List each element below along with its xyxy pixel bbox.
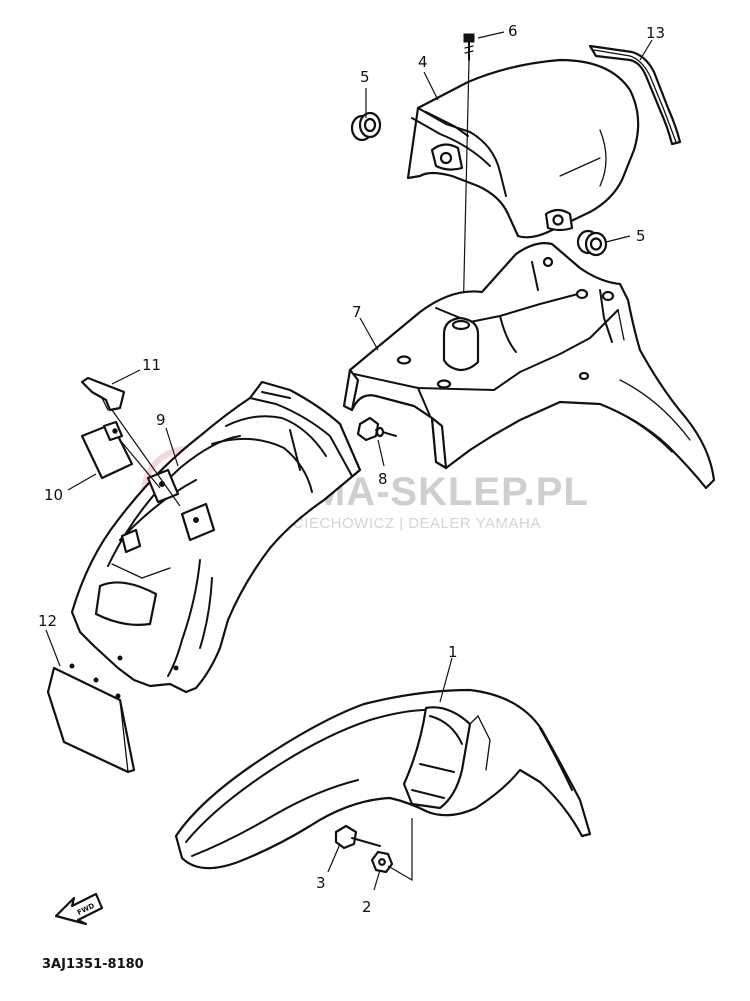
- leader-2-3: [387, 818, 413, 882]
- part-2-nut: [370, 850, 394, 874]
- part-12-flap: [46, 663, 136, 774]
- callout-7: 7: [352, 303, 362, 321]
- part-1-front-fender: [174, 688, 592, 870]
- callout-13: 13: [646, 24, 665, 42]
- callout-8: 8: [378, 470, 388, 488]
- callout-3: 3: [316, 874, 326, 892]
- part-4-cover: [406, 58, 640, 239]
- watermark-subtitle: WOJCIECHOWICZ | DEALER YAMAHA: [258, 515, 541, 532]
- callout-leaders: [45, 31, 653, 891]
- callout-2: 2: [362, 898, 372, 916]
- part-11-clip: [80, 376, 126, 412]
- callout-5-right: 5: [636, 227, 646, 245]
- part-5-grommet-upper: [350, 111, 382, 142]
- callout-1: 1: [448, 643, 458, 661]
- part-13-seal: [588, 44, 682, 146]
- part-8-bolt: [356, 416, 397, 442]
- callout-12: 12: [38, 612, 57, 630]
- mount-leaders: [111, 409, 181, 507]
- callout-4: 4: [418, 53, 428, 71]
- fwd-arrow-icon: FWD: [54, 892, 104, 926]
- part-6-screw: [462, 33, 475, 323]
- part-7-tail-bracket: [342, 242, 716, 490]
- diagram-code: 3AJ1351-8180: [42, 957, 144, 972]
- callout-9: 9: [156, 411, 166, 429]
- callout-11: 11: [142, 356, 161, 374]
- callouts: 1 2 3 4 5 5 6 7 8 9 10 11 12 13: [38, 22, 665, 916]
- callout-5-upper: 5: [360, 68, 370, 86]
- part-10-plate: [80, 420, 134, 480]
- part-3-bolt: [334, 824, 381, 850]
- part-9-inner-fender: [70, 380, 362, 694]
- callout-6: 6: [508, 22, 518, 40]
- callout-10: 10: [44, 486, 63, 504]
- part-5-grommet-right: [576, 229, 608, 257]
